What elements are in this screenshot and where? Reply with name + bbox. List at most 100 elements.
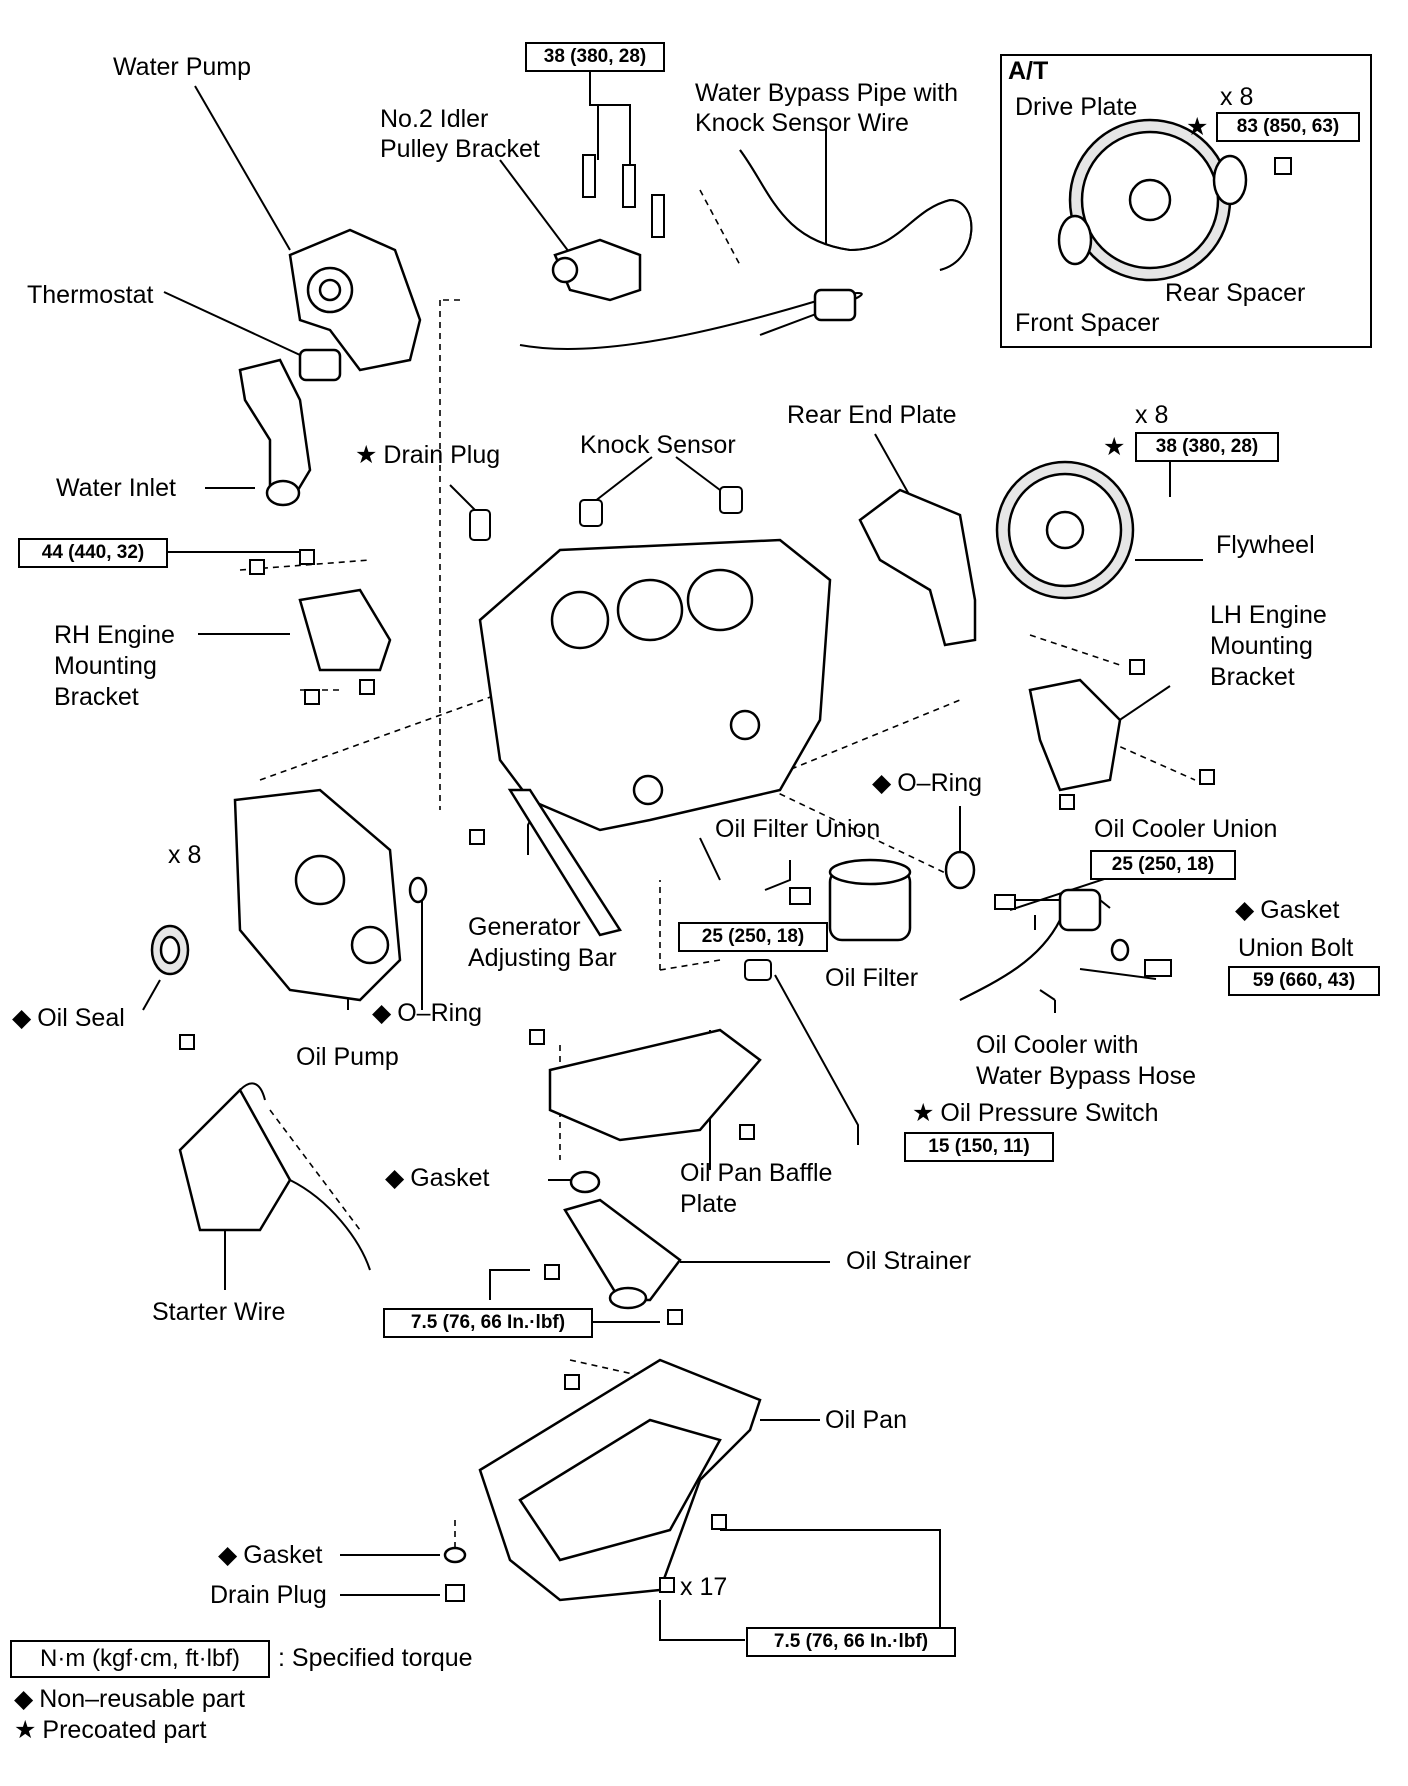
label-baffle-plate-1: Oil Pan Baffle bbox=[680, 1159, 833, 1187]
label-x17: x 17 bbox=[680, 1573, 728, 1601]
text-gasket-mid: Gasket bbox=[410, 1164, 490, 1192]
label-lh-bracket-2: Mounting bbox=[1210, 632, 1313, 660]
knock-sensor-drawing bbox=[579, 486, 743, 527]
water-inlet-drawing bbox=[238, 358, 312, 507]
label-flywheel-x8: x 8 bbox=[1135, 401, 1169, 429]
torque-oil-pressure-switch: 15 (150, 11) bbox=[904, 1132, 1054, 1162]
rear-end-plate-drawing bbox=[858, 488, 977, 647]
legend-torque-desc: : Specified torque bbox=[278, 1644, 473, 1672]
diamond-gasket-mid: ◆ bbox=[385, 1164, 405, 1192]
torque-union-bolt: 59 (660, 43) bbox=[1228, 966, 1380, 996]
label-generator-bar-1: Generator bbox=[468, 913, 581, 941]
oil-seal-drawing bbox=[150, 924, 190, 976]
label-at-x8: x 8 bbox=[1220, 83, 1254, 111]
at-title: A/T bbox=[1008, 57, 1049, 85]
torque-oil-pan: 7.5 (76, 66 In.·lbf) bbox=[746, 1627, 956, 1657]
text-gasket-right: Gasket bbox=[1260, 896, 1340, 924]
label-gasket-right: ◆Gasket bbox=[1235, 895, 1339, 925]
oil-pressure-switch-drawing bbox=[744, 959, 772, 981]
torque-strainer: 7.5 (76, 66 In.·lbf) bbox=[383, 1308, 593, 1338]
label-drive-plate: Drive Plate bbox=[1015, 93, 1138, 121]
label-oil-cooler-2: Water Bypass Hose bbox=[976, 1062, 1196, 1090]
water-pump-drawing bbox=[288, 228, 422, 372]
label-oil-strainer: Oil Strainer bbox=[846, 1247, 972, 1275]
label-oil-filter-union: Oil Filter Union bbox=[715, 815, 881, 843]
o-ring-left-drawing bbox=[408, 876, 428, 904]
label-o-ring-right: ◆O–Ring bbox=[872, 768, 982, 798]
diamond-o-ring-right: ◆ bbox=[872, 769, 892, 797]
label-oil-pressure-switch: ★Oil Pressure Switch bbox=[912, 1098, 1159, 1128]
diamond-gasket-right: ◆ bbox=[1235, 896, 1255, 924]
torque-oil-filter-union: 25 (250, 18) bbox=[678, 922, 828, 952]
drain-plug-top-drawing bbox=[469, 509, 491, 541]
torque-oil-cooler-union: 25 (250, 18) bbox=[1090, 850, 1236, 880]
idler-bracket-drawing bbox=[551, 238, 642, 302]
label-oil-filter: Oil Filter bbox=[825, 964, 919, 992]
torque-drive-plate: 83 (850, 63) bbox=[1216, 112, 1360, 142]
star-flywheel: ★ bbox=[1103, 433, 1126, 461]
oil-strainer-drawing bbox=[544, 1198, 683, 1325]
legend-torque-box: N·m (kgf·cm, ft·lbf) bbox=[10, 1640, 270, 1678]
legend-precoated: ★Precoated part bbox=[14, 1715, 206, 1745]
label-oil-pump: Oil Pump bbox=[296, 1043, 399, 1071]
bypass-pipe-drawing bbox=[519, 149, 973, 350]
label-flywheel: Flywheel bbox=[1216, 531, 1315, 559]
drive-plate-drawing bbox=[1057, 118, 1292, 282]
label-rh-bracket-1: RH Engine bbox=[54, 621, 175, 649]
label-gasket-mid: ◆Gasket bbox=[385, 1163, 489, 1193]
label-water-inlet: Water Inlet bbox=[56, 474, 176, 502]
label-baffle-plate-2: Plate bbox=[680, 1190, 737, 1218]
label-x8-pump: x 8 bbox=[168, 841, 202, 869]
label-front-spacer: Front Spacer bbox=[1015, 309, 1160, 337]
generator-bar-drawing bbox=[469, 788, 622, 937]
label-bypass-pipe-1: Water Bypass Pipe with bbox=[695, 79, 959, 107]
baffle-plate-drawing bbox=[529, 1028, 762, 1142]
top-bolts-drawing bbox=[582, 154, 665, 238]
torque-top-bolts: 38 (380, 28) bbox=[525, 42, 665, 72]
label-knock-sensor: Knock Sensor bbox=[580, 431, 736, 459]
oil-filter-drawing bbox=[789, 858, 912, 942]
diamond-oil-seal: ◆ bbox=[12, 1004, 32, 1032]
star-oil-pressure-switch: ★ bbox=[912, 1099, 935, 1127]
label-drain-plug-bottom: Drain Plug bbox=[210, 1581, 327, 1609]
label-oil-seal: ◆Oil Seal bbox=[12, 1003, 125, 1033]
text-oil-pressure-switch: Oil Pressure Switch bbox=[940, 1099, 1159, 1127]
lh-bracket-drawing bbox=[1028, 659, 1215, 810]
torque-flywheel: 38 (380, 28) bbox=[1135, 432, 1279, 462]
label-rear-end-plate: Rear End Plate bbox=[787, 401, 957, 429]
label-gasket-bottom: ◆Gasket bbox=[218, 1540, 322, 1570]
star-drain-plug-top: ★ bbox=[355, 441, 378, 469]
label-oil-cooler-1: Oil Cooler with bbox=[976, 1031, 1139, 1059]
label-water-pump: Water Pump bbox=[113, 53, 252, 81]
text-gasket-bottom: Gasket bbox=[243, 1541, 323, 1569]
text-drain-plug-top: Drain Plug bbox=[383, 441, 501, 469]
text-o-ring-right: O–Ring bbox=[897, 769, 982, 797]
legend-non-reusable-text: Non–reusable part bbox=[39, 1685, 245, 1713]
oil-pan-drawing bbox=[443, 1358, 762, 1602]
label-lh-bracket-1: LH Engine bbox=[1210, 601, 1327, 629]
diamond-o-ring-left: ◆ bbox=[372, 999, 392, 1027]
label-thermostat: Thermostat bbox=[27, 281, 154, 309]
label-union-bolt: Union Bolt bbox=[1238, 934, 1354, 962]
label-rh-bracket-2: Mounting bbox=[54, 652, 157, 680]
torque-rh-bracket: 44 (440, 32) bbox=[18, 538, 168, 568]
oil-cooler-drawing bbox=[959, 888, 1172, 1001]
label-oil-cooler-union: Oil Cooler Union bbox=[1094, 815, 1278, 843]
label-bypass-pipe-2: Knock Sensor Wire bbox=[695, 109, 909, 137]
star-drive-plate: ★ bbox=[1186, 113, 1209, 141]
o-ring-right-drawing bbox=[944, 850, 976, 890]
text-o-ring-left: O–Ring bbox=[397, 999, 482, 1027]
flywheel-drawing bbox=[995, 460, 1135, 600]
label-idler-bracket-2: Pulley Bracket bbox=[380, 135, 540, 163]
legend-star-icon: ★ bbox=[14, 1716, 37, 1744]
label-rear-spacer: Rear Spacer bbox=[1165, 279, 1306, 307]
label-starter-wire: Starter Wire bbox=[152, 1298, 286, 1326]
text-oil-seal: Oil Seal bbox=[37, 1004, 125, 1032]
oil-pump-drawing bbox=[233, 788, 402, 1002]
at-inset-frame bbox=[1000, 54, 1372, 348]
engine-block-drawing bbox=[478, 538, 832, 832]
rh-bracket-drawing bbox=[249, 549, 392, 705]
label-idler-bracket-1: No.2 Idler bbox=[380, 105, 489, 133]
label-oil-pan: Oil Pan bbox=[825, 1406, 907, 1434]
